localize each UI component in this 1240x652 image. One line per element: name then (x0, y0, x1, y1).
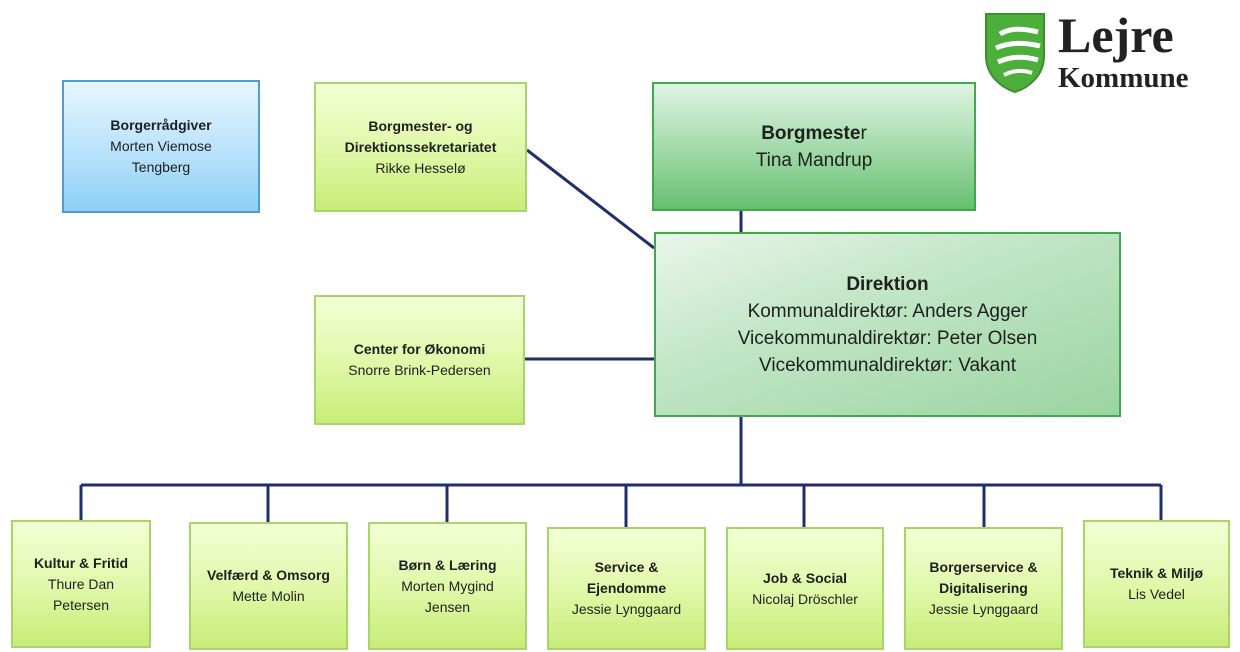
logo-word-lejre: Lejre (1058, 7, 1174, 63)
department-head: Nicolaj Dröschler (752, 590, 858, 607)
borgerraadgiver-name-line1: Morten Viemose (110, 138, 212, 154)
department-title: Velfærd & Omsorg (207, 567, 330, 583)
department-borgerservice-digitalisering: Borgerservice & Digitalisering Jessie Ly… (904, 527, 1063, 650)
department-velfaerd-omsorg: Velfærd & Omsorg Mette Molin (189, 522, 348, 650)
department-head-line1: Thure Dan (47, 575, 115, 592)
logo-word-kommune: Kommune (1058, 62, 1189, 94)
department-service-ejendomme: Service & Ejendomme Jessie Lynggaard (547, 527, 706, 650)
department-title: Job & Social (762, 569, 848, 586)
sekretariat-box: Borgmester- og Direktionssekretariatet R… (314, 82, 527, 212)
department-head-line1: Morten Mygind (401, 577, 494, 594)
connector-sekretariat-direktion (526, 148, 655, 250)
department-title-line2: Digitalisering (939, 580, 1028, 596)
borgmester-title-bold: Borgmeste (761, 122, 861, 144)
okonomi-box: Center for Økonomi Snorre Brink-Pedersen (314, 295, 525, 425)
department-boern-laering: Børn & Læring Morten Mygind Jensen (368, 522, 527, 650)
department-title: Børn & Læring (398, 556, 497, 573)
department-head-line2: Jensen (424, 598, 471, 615)
borgmester-name: Tina Mandrup (755, 149, 873, 171)
sekretariat-title-line2: Direktionssekretariatet (344, 138, 497, 155)
department-teknik-miljoe: Teknik & Miljø Lis Vedel (1083, 520, 1230, 648)
borgerraadgiver-box: Borgerrådgiver Morten Viemose Tengberg (62, 80, 260, 213)
department-title-line1: Service & (594, 559, 659, 575)
department-head: Jessie Lynggaard (928, 601, 1039, 617)
department-title: Kultur & Fritid (33, 554, 129, 571)
direktion-line2: Vicekommunaldirektør: Peter Olsen (737, 327, 1038, 349)
okonomi-name: Snorre Brink-Pedersen (348, 362, 491, 378)
department-job-social: Job & Social Nicolaj Dröschler (726, 527, 884, 650)
borgmester-box: Borgmester Tina Mandrup (652, 82, 976, 211)
direktion-line3: Vicekommunaldirektør: Vakant (759, 354, 1016, 376)
department-title: Teknik & Miljø (1109, 565, 1204, 581)
department-title-line1: Borgerservice & (929, 559, 1038, 575)
borgerraadgiver-name-line2: Tengberg (131, 159, 191, 175)
department-head: Jessie Lynggaard (571, 601, 682, 617)
department-head: Mette Molin (232, 588, 305, 604)
department-head: Lis Vedel (1128, 586, 1185, 602)
borgerraadgiver-title: Borgerrådgiver (110, 117, 212, 133)
direktion-box: Direktion Kommunaldirektør: Anders Agger… (654, 232, 1121, 417)
sekretariat-title-line1: Borgmester- og (368, 117, 473, 134)
okonomi-title: Center for Økonomi (353, 341, 486, 357)
borgmester-title-rest: r (860, 122, 867, 144)
borgmester-title: Borgmester (761, 120, 867, 147)
shield-icon (985, 13, 1045, 94)
sekretariat-name: Rikke Hesselø (375, 159, 466, 176)
lejre-kommune-logo: Lejre Kommune (984, 8, 1224, 102)
department-title-line2: Ejendomme (586, 580, 667, 596)
direktion-title: Direktion (846, 273, 929, 295)
direktion-line1: Kommunaldirektør: Anders Agger (747, 300, 1028, 322)
department-head-line2: Petersen (52, 596, 110, 613)
department-kultur-fritid: Kultur & Fritid Thure Dan Petersen (11, 520, 151, 648)
